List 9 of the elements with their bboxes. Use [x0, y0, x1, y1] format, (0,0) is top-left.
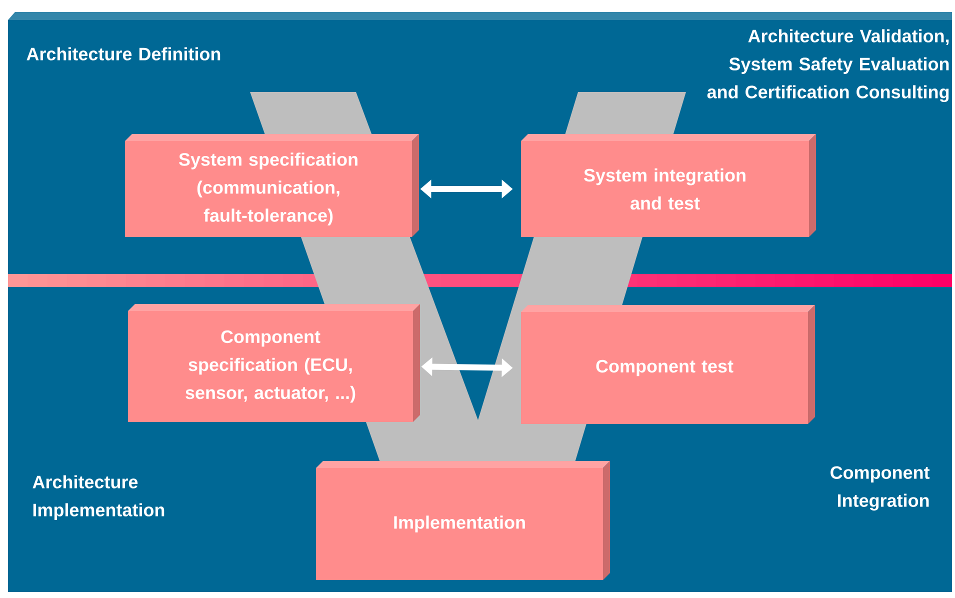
process-box: Component test [521, 305, 815, 424]
region-label: Architecture Implementation [32, 475, 164, 520]
region-label: Architecture Definition [26, 47, 220, 60]
process-box: System integration and test [521, 134, 816, 237]
region-label: Architecture Validation, System Safety Evaluation and Certification Consulting [707, 29, 949, 102]
region-label: Component Integration [830, 466, 930, 511]
process-box: System specification (communication, fault-tolerance) [125, 134, 419, 237]
process-box: Implementation [316, 461, 610, 580]
process-box: Component specification (ECU, sensor, actuator, ...) [128, 304, 420, 422]
